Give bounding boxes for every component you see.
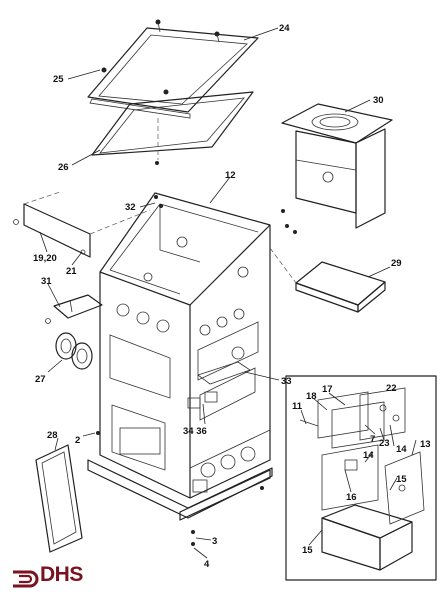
callout-4: 4 [204,559,210,570]
callout-14a: 14 [396,444,407,455]
dhs-logo-text: DHS [40,563,83,586]
part-29-tray [295,261,386,313]
callout-12: 12 [225,170,236,181]
callout-3: 3 [212,536,217,547]
callout-13: 13 [420,439,431,450]
callout-22: 22 [386,383,397,394]
callout-16: 16 [346,492,357,503]
callout-31: 31 [41,276,52,287]
part-31-bracket [45,294,103,324]
callout-18: 18 [306,391,317,402]
dhs-logo-mark [13,570,39,588]
callout-33: 33 [281,376,292,387]
callout-21: 21 [66,266,77,277]
callout-34-36: 34 36 [183,426,207,437]
part-30-top-hood [281,103,393,229]
callout-2: 2 [75,435,80,446]
part-27-rings [55,332,93,370]
callout-19-20: 19,20 [33,253,57,264]
callout-15b: 15 [302,545,313,556]
leader-lines [39,27,417,559]
callout-11: 11 [292,401,303,412]
callout-27: 27 [35,374,46,385]
inset-frame [285,375,437,581]
callout-17: 17 [322,384,333,395]
part-28-door-frame [35,444,83,553]
callout-30: 30 [373,95,384,106]
callout-32: 32 [125,202,136,213]
callout-25: 25 [53,74,64,85]
callout-15a: 15 [396,474,407,485]
part-33-mount [187,361,251,409]
callout-26: 26 [58,162,69,173]
part-12-main-housing [99,192,271,499]
callout-28: 28 [47,430,58,441]
callout-14b: 14 [363,450,374,461]
base-plate [87,459,273,521]
callout-23: 23 [379,438,390,449]
fasteners [96,195,297,546]
inset-assembly [299,387,425,571]
part-24-top-cover [87,19,259,119]
callout-29: 29 [391,258,402,269]
callout-7: 7 [370,434,375,445]
callout-24: 24 [279,23,290,34]
part-26-gasket [91,91,254,156]
part-19-20-side-panel [13,203,91,258]
callout-labels: 24 25 26 30 12 32 19,20 21 29 31 27 33 3… [33,23,431,570]
